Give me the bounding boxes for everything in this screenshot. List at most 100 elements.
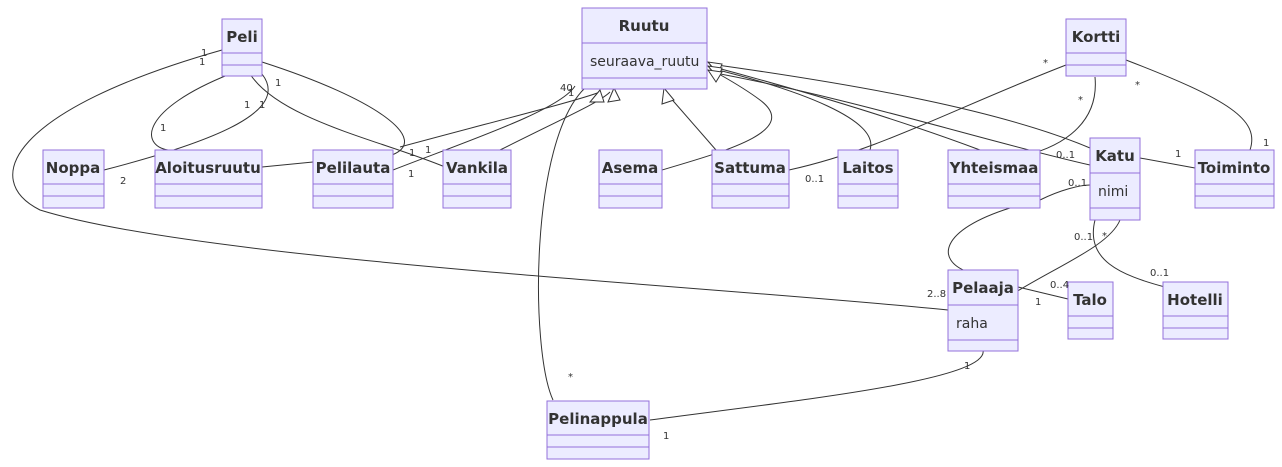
attr-raha: raha xyxy=(956,316,988,332)
mult-label: 1 xyxy=(425,145,431,156)
class-pelaaja: Pelaaja raha xyxy=(947,269,1019,352)
generalizations xyxy=(399,61,1091,171)
class-name-pelinappula: Pelinappula xyxy=(548,410,648,428)
class-peli: Peli xyxy=(221,18,263,77)
class-name-vankila: Vankila xyxy=(446,159,508,177)
mult-label: 1 xyxy=(199,57,205,68)
edge-kortti-toiminto xyxy=(1125,59,1253,151)
class-name-hotelli: Hotelli xyxy=(1167,291,1223,309)
gen-arrow-3 xyxy=(661,86,675,105)
gen-asema-ruutu xyxy=(661,69,773,171)
mult-label: 1 xyxy=(1035,297,1041,308)
mult-label: * xyxy=(1078,95,1083,106)
edge-katu-yhteismaa xyxy=(1039,184,1091,201)
gen-katu-ruutu xyxy=(709,63,1091,149)
class-name-ruutu: Ruutu xyxy=(619,17,670,35)
class-kortti: Kortti xyxy=(1065,18,1127,77)
mult-label: 1 xyxy=(663,431,669,442)
edge-ruutu-pelinappula xyxy=(538,87,586,401)
mult-label: 1 xyxy=(568,88,574,99)
edge-peli-vankila xyxy=(249,73,446,168)
mult-label: 0..1 xyxy=(1074,232,1093,243)
class-sattuma: Sattuma xyxy=(711,149,790,209)
edge-kortti-yhteismaa xyxy=(1024,76,1096,156)
edge-peli-pelilauta xyxy=(261,61,405,156)
class-pelilauta: Pelilauta xyxy=(312,149,394,209)
mult-label: * xyxy=(568,372,573,383)
class-hotelli: Hotelli xyxy=(1162,281,1229,340)
edge-katu-hotelli xyxy=(1092,219,1166,288)
mult-label: 0..1 xyxy=(1150,268,1169,279)
class-pelinappula: Pelinappula xyxy=(546,400,650,460)
class-name-pelaaja: Pelaaja xyxy=(952,279,1014,297)
mult-label: 1 xyxy=(244,100,250,111)
edge-peli-noppa xyxy=(103,73,269,171)
class-yhteismaa: Yhteismaa xyxy=(947,149,1041,209)
class-toiminto: Toiminto xyxy=(1194,149,1275,209)
mult-label: 0..4 xyxy=(1050,280,1069,291)
gen-aloitusruutu-ruutu xyxy=(399,91,601,148)
mult-label: * xyxy=(1043,58,1048,69)
multiplicity-labels: 1 1 1 1 1 1 2 40 1 1 1 1 * * * 1 1 0..1 … xyxy=(120,48,1269,442)
class-name-kortti: Kortti xyxy=(1072,28,1121,46)
mult-label: * xyxy=(1102,231,1107,242)
mult-label: 1 xyxy=(964,361,970,372)
gen-arrow-2 xyxy=(588,88,605,103)
class-name-laitos: Laitos xyxy=(842,159,893,177)
mult-label: 1 xyxy=(259,100,265,111)
class-name-toiminto: Toiminto xyxy=(1198,159,1271,177)
gen-katu2-ruutu xyxy=(709,71,1091,166)
gen-vankila-ruutu xyxy=(499,91,611,151)
mult-label: 1 xyxy=(275,78,281,89)
class-katu: Katu nimi xyxy=(1089,137,1141,221)
mult-label: 1 xyxy=(201,48,207,59)
edge-pelilauta-ruutu xyxy=(392,85,576,171)
mult-label: 1 xyxy=(408,169,414,180)
class-name-aloitusruutu: Aloitusruutu xyxy=(155,159,261,177)
mult-label: 0..1 xyxy=(1068,178,1087,189)
associations xyxy=(12,49,1253,421)
edge-katu-pelaaja xyxy=(1015,219,1121,293)
mult-label: 40 xyxy=(560,83,573,94)
edge-pelaaja-talo xyxy=(1017,286,1069,300)
class-noppa: Noppa xyxy=(42,149,105,209)
edge-peli-pelaaja xyxy=(12,49,949,311)
mult-label: 1 xyxy=(1175,149,1181,160)
mult-label: 2..8 xyxy=(927,289,946,300)
class-name-talo: Talo xyxy=(1073,291,1107,309)
edge-kortti-sattuma xyxy=(788,64,1067,171)
mult-label: * xyxy=(1135,80,1140,91)
edge-aloitusruutu-pelilauta xyxy=(261,161,314,168)
mult-label: 2 xyxy=(120,176,126,187)
class-ruutu: Ruutu seuraava_ruutu xyxy=(581,7,708,90)
attr-seuraava-ruutu: seuraava_ruutu xyxy=(590,54,699,70)
edge-yhteismaa-pelaaja xyxy=(947,207,1011,273)
class-name-peli: Peli xyxy=(226,28,257,46)
class-asema: Asema xyxy=(598,149,663,209)
mult-label: 1 xyxy=(160,123,166,134)
mult-label: 0..1 xyxy=(1056,150,1075,161)
mult-label: 1 xyxy=(409,148,415,159)
gen-arrow-1 xyxy=(607,86,621,103)
class-laitos: Laitos xyxy=(837,149,899,209)
edge-pelinappula-pelaaja xyxy=(649,349,984,421)
gen-laitos-ruutu xyxy=(709,67,872,151)
class-name-asema: Asema xyxy=(602,159,658,177)
class-vankila: Vankila xyxy=(442,149,512,209)
class-aloitusruutu: Aloitusruutu xyxy=(154,149,263,209)
class-name-sattuma: Sattuma xyxy=(714,159,786,177)
class-name-noppa: Noppa xyxy=(46,159,100,177)
gen-arrow-6 xyxy=(706,69,723,83)
class-name-pelilauta: Pelilauta xyxy=(316,159,391,177)
class-name-katu: Katu xyxy=(1095,147,1135,165)
class-name-yhteismaa: Yhteismaa xyxy=(949,159,1039,177)
attr-nimi: nimi xyxy=(1098,184,1128,200)
mult-label: 1 xyxy=(1263,138,1269,149)
gen-sattuma-ruutu xyxy=(667,94,717,151)
class-talo: Talo xyxy=(1067,281,1114,340)
mult-label: 0..1 xyxy=(805,174,824,185)
gen-yhteismaa-ruutu xyxy=(709,65,981,151)
edge-peli-aloitusruutu xyxy=(151,73,231,151)
edge-katu-toiminto xyxy=(1139,157,1196,169)
